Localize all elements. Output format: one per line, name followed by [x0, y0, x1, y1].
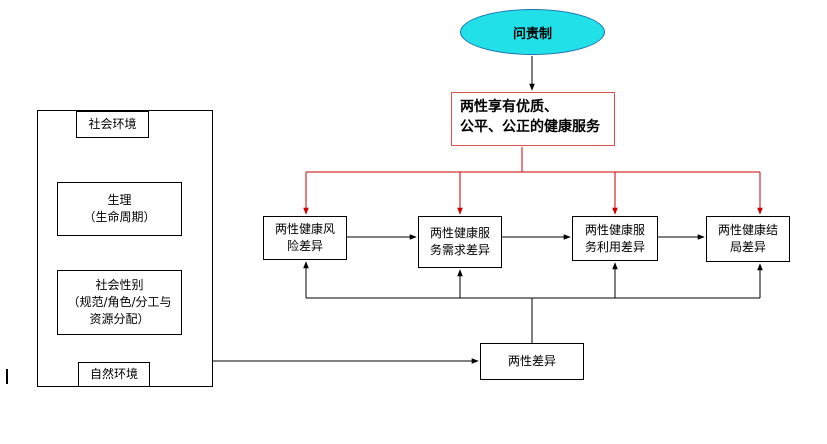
difference-node: 两性差异 [480, 343, 584, 380]
stage-need-label: 两性健康服 务需求差异 [429, 226, 490, 257]
difference-label: 两性差异 [507, 354, 556, 368]
text-cursor-mark [6, 369, 8, 384]
red-branch-arrows [303, 147, 763, 215]
stage-use-label: 两性健康服 务利用差异 [584, 222, 645, 254]
stage-outcome-node: 两性健康结 局差异 [706, 216, 790, 262]
goal-label: 两性享有优质、 公平、公正的健康服务 [460, 99, 600, 135]
physiology-node: 生理 （生命周期） [57, 182, 182, 236]
social-env-node: 社会环境 [76, 111, 149, 138]
social-env-label: 社会环境 [88, 117, 137, 131]
stage-outcome-label: 两性健康结 局差异 [717, 223, 778, 254]
goal-node: 两性享有优质、 公平、公正的健康服务 [451, 92, 615, 146]
stage-risk-label: 两性健康风 险差异 [274, 222, 335, 253]
difference-feedback-arrows [303, 261, 763, 343]
natural-env-node: 自然环境 [78, 362, 150, 387]
environment-frame [37, 110, 213, 387]
natural-env-label: 自然环境 [89, 367, 138, 381]
accountability-node: 问责制 [460, 9, 605, 55]
stage-use-node: 两性健康服 务利用差异 [572, 216, 658, 261]
physiology-label: 生理 （生命周期） [83, 193, 156, 224]
gender-label: 社会性别 （规范/角色/分工与 资源分配） [67, 278, 172, 326]
stage-need-node: 两性健康服 务需求差异 [418, 216, 502, 268]
stage-risk-node: 两性健康风 险差异 [263, 216, 347, 260]
gender-node: 社会性别 （规范/角色/分工与 资源分配） [57, 270, 182, 335]
accountability-label: 问责制 [512, 26, 552, 42]
